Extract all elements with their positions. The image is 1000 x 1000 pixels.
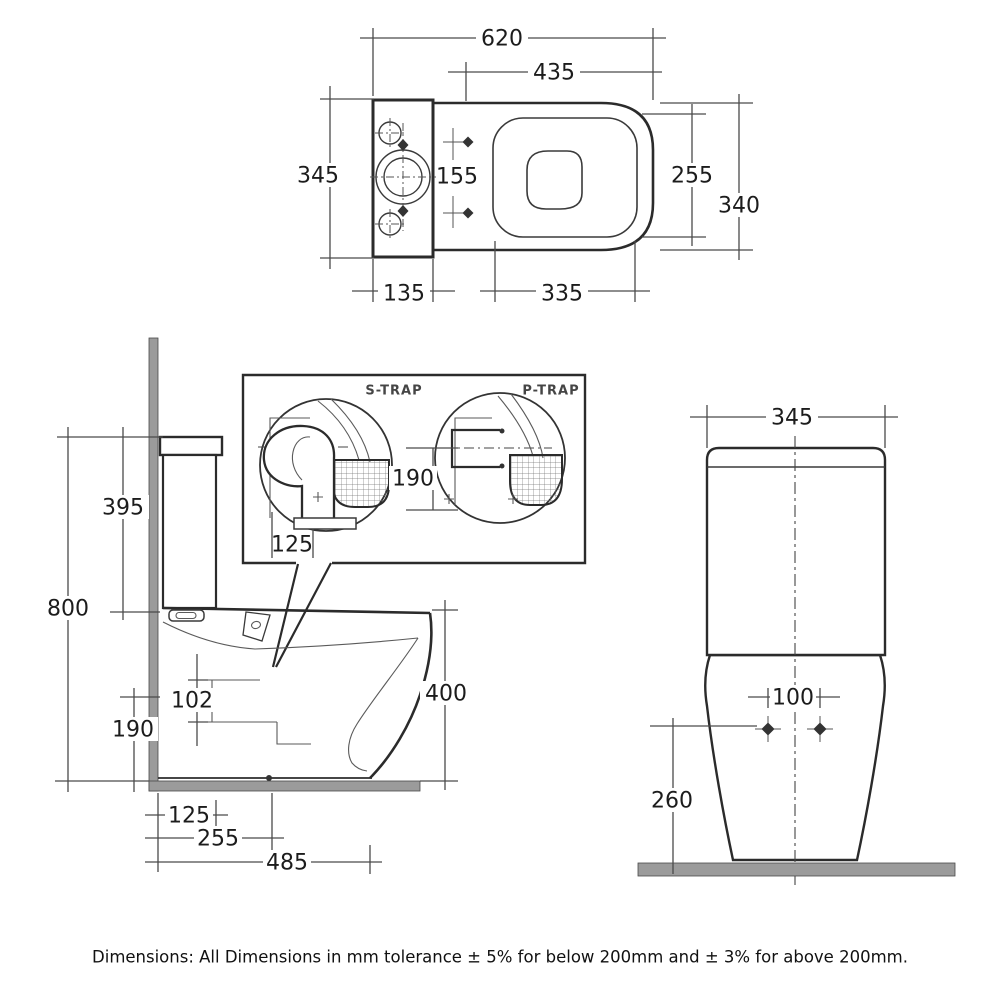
seat-fixing-cross-top bbox=[443, 128, 463, 160]
side-dim-395: 395 bbox=[57, 427, 163, 620]
plan-bowl-opening bbox=[526, 150, 583, 210]
dim-400-label: 400 bbox=[425, 682, 467, 707]
p-trap-ceramic-curves bbox=[497, 393, 544, 459]
dim-395-label: 395 bbox=[102, 496, 144, 521]
side-cistern-tank bbox=[161, 453, 218, 610]
dim-345-plan-label: 345 bbox=[297, 164, 339, 189]
plan-dim-155: 155 bbox=[436, 165, 478, 190]
p-trap-detail bbox=[434, 392, 566, 524]
floor-line-side bbox=[148, 780, 421, 792]
s-trap-water-seal bbox=[332, 459, 390, 508]
dim-435-label: 435 bbox=[533, 61, 575, 86]
dim-125-side-label: 125 bbox=[168, 804, 210, 829]
tolerance-note: Dimensions: All Dimensions in mm toleran… bbox=[92, 948, 908, 967]
p-trap-bolts bbox=[444, 494, 518, 504]
dim-135-label: 135 bbox=[383, 282, 425, 307]
cistern-fixing-diamond-top bbox=[397, 139, 409, 151]
seat-hinge-hole bbox=[251, 620, 261, 630]
p-trap-joint-bottom bbox=[499, 463, 505, 469]
s-trap-flange bbox=[293, 517, 357, 530]
plan-dim-620: 620 bbox=[360, 26, 666, 100]
dim-155-label: 155 bbox=[436, 165, 478, 190]
plan-cistern-details bbox=[370, 118, 436, 239]
s-trap-bolt bbox=[313, 492, 323, 502]
s-trap-ceramic-curves bbox=[317, 398, 371, 463]
seat-fixing-diamond-top bbox=[462, 136, 474, 148]
dim-255-label: 255 bbox=[671, 164, 713, 189]
plan-seat-fixings bbox=[443, 128, 474, 228]
side-dim-800: 800 bbox=[42, 427, 149, 792]
cistern-fixing-diamond-bottom bbox=[397, 205, 409, 217]
dim-190-trap-label: 190 bbox=[392, 467, 434, 492]
seat-hinge-bracket bbox=[242, 611, 271, 642]
flush-button-inner bbox=[175, 611, 197, 620]
front-dim-100: 100 bbox=[748, 685, 840, 711]
plan-dim-335: 335 bbox=[480, 241, 650, 307]
side-cistern-lid bbox=[158, 435, 224, 457]
fixing-hole-diamond-right bbox=[813, 722, 827, 736]
plan-view: 620 435 345 155 255 340 135 bbox=[292, 26, 765, 307]
dim-620-label: 620 bbox=[481, 27, 523, 52]
s-trap-title: S-TRAP bbox=[365, 384, 422, 399]
front-fixing-holes bbox=[755, 716, 833, 742]
front-view: 345 100 260 bbox=[637, 405, 956, 888]
inset-leader-funnel bbox=[271, 562, 332, 668]
dim-340-label: 340 bbox=[718, 194, 760, 219]
s-trap-pipe-inner bbox=[291, 436, 311, 481]
side-bowl-back-outline bbox=[369, 612, 433, 779]
dim-190-side-label: 190 bbox=[112, 718, 154, 743]
p-trap-title: P-TRAP bbox=[522, 384, 579, 399]
p-trap-shell-lines bbox=[454, 417, 492, 505]
trap-detail-inset: S-TRAP P-TRAP 190 bbox=[241, 373, 587, 668]
inset-box bbox=[241, 373, 587, 565]
plan-dim-255: 255 bbox=[642, 104, 718, 246]
front-pedestal-outline bbox=[704, 653, 886, 862]
plan-pan-outline bbox=[431, 101, 655, 252]
dim-102-label: 102 bbox=[171, 689, 213, 714]
p-trap-joint-top bbox=[499, 428, 505, 434]
fixing-hole-diamond-left bbox=[761, 722, 775, 736]
side-dim-400: 400 bbox=[420, 600, 472, 790]
plan-dim-135: 135 bbox=[352, 259, 455, 307]
plan-dim-435: 435 bbox=[448, 60, 662, 101]
p-trap-water-seal bbox=[509, 454, 563, 506]
plan-seat-ring bbox=[492, 117, 638, 238]
front-cistern-outline bbox=[705, 446, 887, 657]
dim-345-front-label: 345 bbox=[771, 406, 813, 431]
side-dim-102: 102 bbox=[167, 654, 217, 746]
seat-fixing-cross-bottom bbox=[443, 196, 463, 228]
dim-335-label: 335 bbox=[541, 282, 583, 307]
flush-button bbox=[168, 609, 205, 622]
front-dim-260: 260 bbox=[646, 718, 757, 874]
seat-fixing-diamond-bottom bbox=[462, 207, 474, 219]
inset-dim-125: 125 bbox=[271, 512, 314, 558]
plan-dim-340: 340 bbox=[660, 94, 765, 260]
dim-125-trap-label: 125 bbox=[271, 533, 313, 558]
side-dims-below-floor: 125 255 485 bbox=[145, 793, 382, 876]
side-seat-top bbox=[162, 606, 431, 615]
side-view: 395 800 190 102 400 125 bbox=[42, 337, 472, 876]
cistern-crosshairs bbox=[370, 118, 436, 239]
plan-dim-345: 345 bbox=[292, 86, 374, 269]
side-bowl-interior bbox=[348, 637, 419, 772]
floor-line-front bbox=[637, 862, 956, 877]
s-trap-detail bbox=[258, 398, 393, 532]
dim-100-label: 100 bbox=[772, 686, 814, 711]
side-dim-190: 190 bbox=[108, 688, 160, 792]
side-drain-dot bbox=[266, 775, 272, 781]
dim-800-label: 800 bbox=[47, 597, 89, 622]
dim-485-label: 485 bbox=[266, 851, 308, 876]
s-trap-shell-lines bbox=[269, 417, 310, 518]
front-dim-345: 345 bbox=[690, 405, 898, 448]
side-under-seat-line bbox=[162, 621, 419, 650]
dim-255-side-label: 255 bbox=[197, 827, 239, 852]
inset-dim-190: 190 bbox=[389, 447, 458, 511]
dim-260-label: 260 bbox=[651, 789, 693, 814]
